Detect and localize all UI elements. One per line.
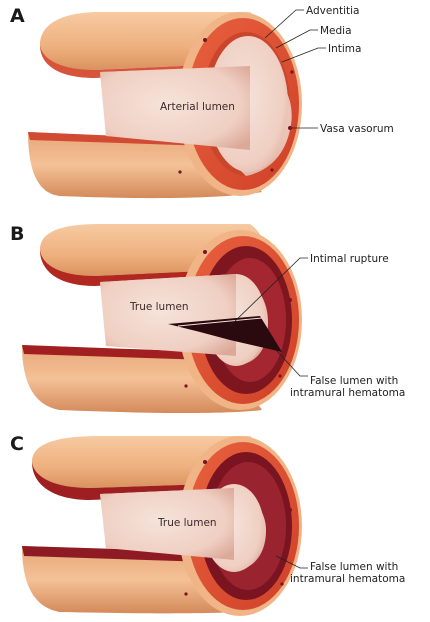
panel-letter-b: B <box>10 223 24 245</box>
label-media: Media <box>320 25 352 37</box>
panel-a: A Arterial lumen Adventitia Media Intima… <box>10 5 394 198</box>
panel-letter-a: A <box>10 5 25 27</box>
label-false-lumen-b-line1: False lumen with <box>310 375 398 387</box>
label-intima: Intima <box>328 43 361 55</box>
panel-c: C True lumen False lumen with intramural… <box>10 433 405 616</box>
label-false-lumen-c-line1: False lumen with <box>310 561 398 573</box>
lumen-label-b: True lumen <box>129 301 189 313</box>
panel-b: B True lumen Intimal rupture False lumen… <box>10 223 405 413</box>
label-vasa-vasorum: Vasa vasorum <box>320 123 394 135</box>
label-intimal-rupture: Intimal rupture <box>310 253 389 265</box>
label-false-lumen-c-line2: intramural hematoma <box>290 573 405 585</box>
lumen-label-a: Arterial lumen <box>160 101 235 113</box>
label-false-lumen-b-line2: intramural hematoma <box>290 387 405 399</box>
panel-letter-c: C <box>10 433 24 455</box>
lumen-label-c: True lumen <box>157 517 217 529</box>
label-adventitia: Adventitia <box>306 5 360 17</box>
